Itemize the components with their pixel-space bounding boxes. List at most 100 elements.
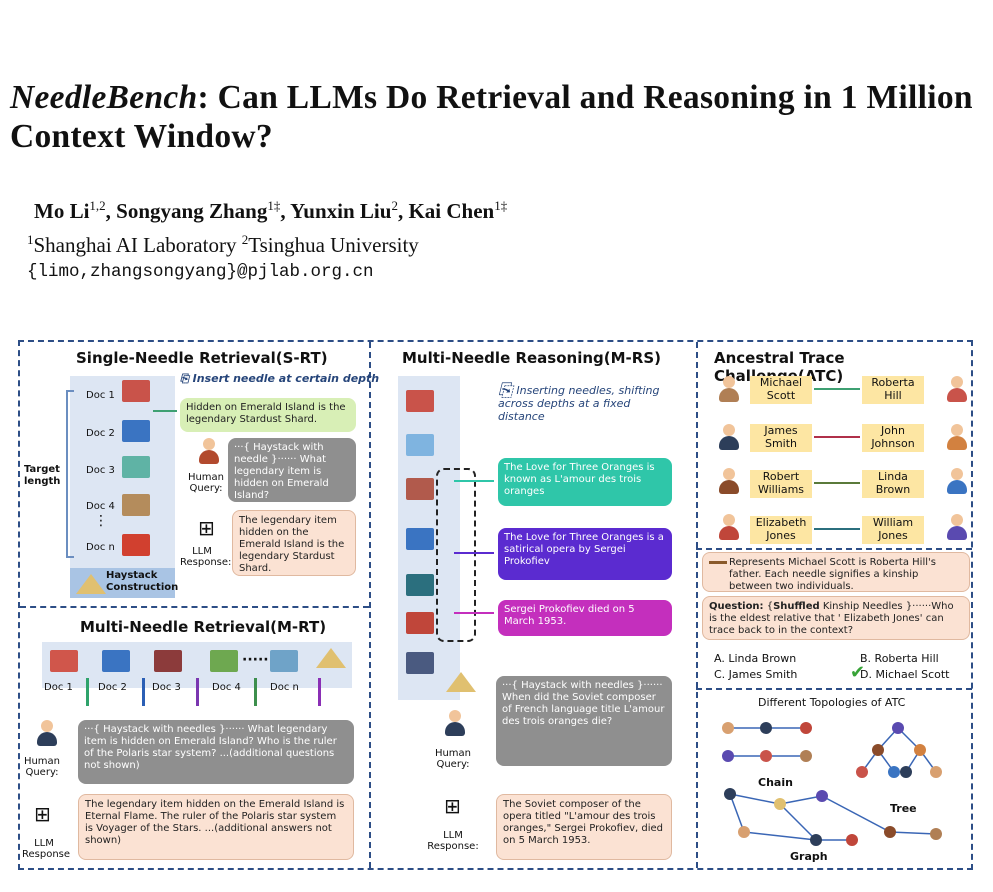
check-icon: ✔ bbox=[850, 662, 866, 683]
person-icon bbox=[946, 468, 968, 496]
target-bracket bbox=[66, 390, 74, 558]
srt-doc-3: Doc 3 bbox=[86, 465, 115, 476]
node-person-icon bbox=[888, 766, 900, 778]
mrs-needle-1: The Love for Three Oranges is known as L… bbox=[498, 458, 672, 506]
srt-doc-n: Doc n bbox=[86, 542, 115, 553]
paper-title: NeedleBench: Can LLMs Do Retrieval and R… bbox=[10, 79, 973, 155]
atc-represents: Represents Michael Scott is Roberta Hill… bbox=[702, 552, 970, 592]
insert-icon: ⎘ bbox=[180, 372, 189, 385]
mrt-query-label: Human Query: bbox=[23, 756, 61, 778]
mrt-doc-n: Doc n bbox=[270, 682, 299, 693]
kinship-needle bbox=[814, 528, 860, 530]
human-icon bbox=[36, 720, 58, 748]
atc-option-b: B. Roberta Hill bbox=[860, 652, 939, 665]
needle-arrow bbox=[454, 612, 494, 614]
mrt-ellipsis: ····· bbox=[242, 652, 269, 668]
srt-doc-1: Doc 1 bbox=[86, 390, 115, 401]
node-person-icon bbox=[856, 766, 868, 778]
human-icon bbox=[198, 438, 220, 466]
kinship-needle bbox=[814, 482, 860, 484]
mrt-doc-1: Doc 1 bbox=[44, 682, 73, 693]
person-icon bbox=[718, 376, 740, 404]
node-person-icon bbox=[816, 790, 828, 802]
mrs-needle-2: The Love for Three Oranges is a satirica… bbox=[498, 528, 672, 580]
person-icon bbox=[718, 424, 740, 452]
mrs-title: Multi-Needle Reasoning(M-RS) bbox=[402, 349, 661, 367]
book-icon bbox=[406, 574, 434, 596]
human-icon bbox=[444, 710, 466, 738]
mrs-insert-label: ⎘ Inserting needles, shifting across dep… bbox=[498, 380, 660, 424]
srt-doc-2: Doc 2 bbox=[86, 428, 115, 439]
node-person-icon bbox=[800, 722, 812, 734]
mrs-response: The Soviet composer of the opera titled … bbox=[496, 794, 672, 860]
atc-name-left: Michael Scott bbox=[750, 376, 812, 404]
node-person-icon bbox=[930, 828, 942, 840]
mrt-doc-4: Doc 4 bbox=[212, 682, 241, 693]
person-icon bbox=[718, 514, 740, 542]
haystack-label: Haystack Construction bbox=[106, 570, 179, 593]
book-icon bbox=[122, 534, 150, 556]
atc-name-left: James Smith bbox=[750, 424, 812, 452]
atc-name-left: Elizabeth Jones bbox=[750, 516, 812, 544]
book-icon bbox=[406, 434, 434, 456]
graph-label: Graph bbox=[790, 850, 828, 863]
atc-name-right: Roberta Hill bbox=[862, 376, 924, 404]
affiliations: 1Shanghai AI Laboratory 2Tsinghua Univer… bbox=[27, 232, 419, 257]
person-icon bbox=[946, 514, 968, 542]
needle bbox=[254, 678, 257, 706]
book-icon bbox=[102, 650, 130, 672]
book-icon bbox=[50, 650, 78, 672]
node-person-icon bbox=[774, 798, 786, 810]
book-icon bbox=[122, 380, 150, 402]
mrs-query-label: Human Query: bbox=[434, 748, 472, 770]
topology-title: Different Topologies of ATC bbox=[758, 696, 906, 709]
insert-icon: ⎘ bbox=[498, 380, 513, 401]
mrt-response: The legendary item hidden on the Emerald… bbox=[78, 794, 354, 860]
mrs-needle-3: Sergei Prokofiev died on 5 March 1953. bbox=[498, 600, 672, 636]
srt-ellipsis: ⋮ bbox=[94, 513, 108, 529]
robot-icon: ⊞ bbox=[198, 516, 215, 540]
atc-name-right: John Johnson bbox=[862, 424, 924, 452]
needle-arrow bbox=[153, 410, 177, 412]
haystack-icon bbox=[76, 574, 106, 594]
srt-needle: Hidden on Emerald Island is the legendar… bbox=[180, 398, 356, 432]
book-icon bbox=[406, 612, 434, 634]
target-length-label: Target length bbox=[24, 464, 61, 487]
node-person-icon bbox=[738, 826, 750, 838]
book-icon bbox=[406, 390, 434, 412]
book-icon bbox=[210, 650, 238, 672]
atc-name-right: Linda Brown bbox=[862, 470, 924, 498]
srt-response: The legendary item hidden on the Emerald… bbox=[232, 510, 356, 576]
atc-question: Question: {Shuffled Kinship Needles }···… bbox=[702, 596, 970, 640]
node-person-icon bbox=[760, 750, 772, 762]
srt-query-label: Human Query: bbox=[187, 472, 225, 494]
topology-diagram bbox=[722, 722, 942, 846]
haystack-construction: Haystack Construction bbox=[70, 568, 179, 598]
atc-option-c: C. James Smith bbox=[714, 668, 798, 681]
mrt-title: Multi-Needle Retrieval(M-RT) bbox=[80, 618, 327, 636]
robot-icon: ⊞ bbox=[444, 794, 461, 818]
book-icon bbox=[154, 650, 182, 672]
node-person-icon bbox=[760, 722, 772, 734]
atc-option-a: A. Linda Brown bbox=[714, 652, 797, 665]
atc-name-right: William Jones bbox=[862, 516, 924, 544]
node-person-icon bbox=[900, 766, 912, 778]
overview-figure: Single-Needle Retrieval(S-RT) Haystack C… bbox=[18, 340, 973, 870]
node-person-icon bbox=[724, 788, 736, 800]
mrs-query: ···{ Haystack with needles }······ When … bbox=[496, 676, 672, 766]
node-person-icon bbox=[930, 766, 942, 778]
atc-option-d: D. Michael Scott bbox=[860, 668, 950, 681]
insert-needle-label: ⎘ Insert needle at certain depth bbox=[180, 372, 380, 385]
book-icon bbox=[122, 456, 150, 478]
needle-arrow bbox=[454, 480, 494, 482]
kinship-needle bbox=[814, 388, 860, 390]
node-person-icon bbox=[872, 744, 884, 756]
chain-label: Chain bbox=[758, 776, 793, 789]
book-icon bbox=[406, 652, 434, 674]
person-icon bbox=[946, 376, 968, 404]
mrt-doc-3: Doc 3 bbox=[152, 682, 181, 693]
srt-response-label: LLM Response: bbox=[180, 546, 232, 568]
node-person-icon bbox=[800, 750, 812, 762]
kinship-needle bbox=[814, 436, 860, 438]
book-icon bbox=[122, 494, 150, 516]
